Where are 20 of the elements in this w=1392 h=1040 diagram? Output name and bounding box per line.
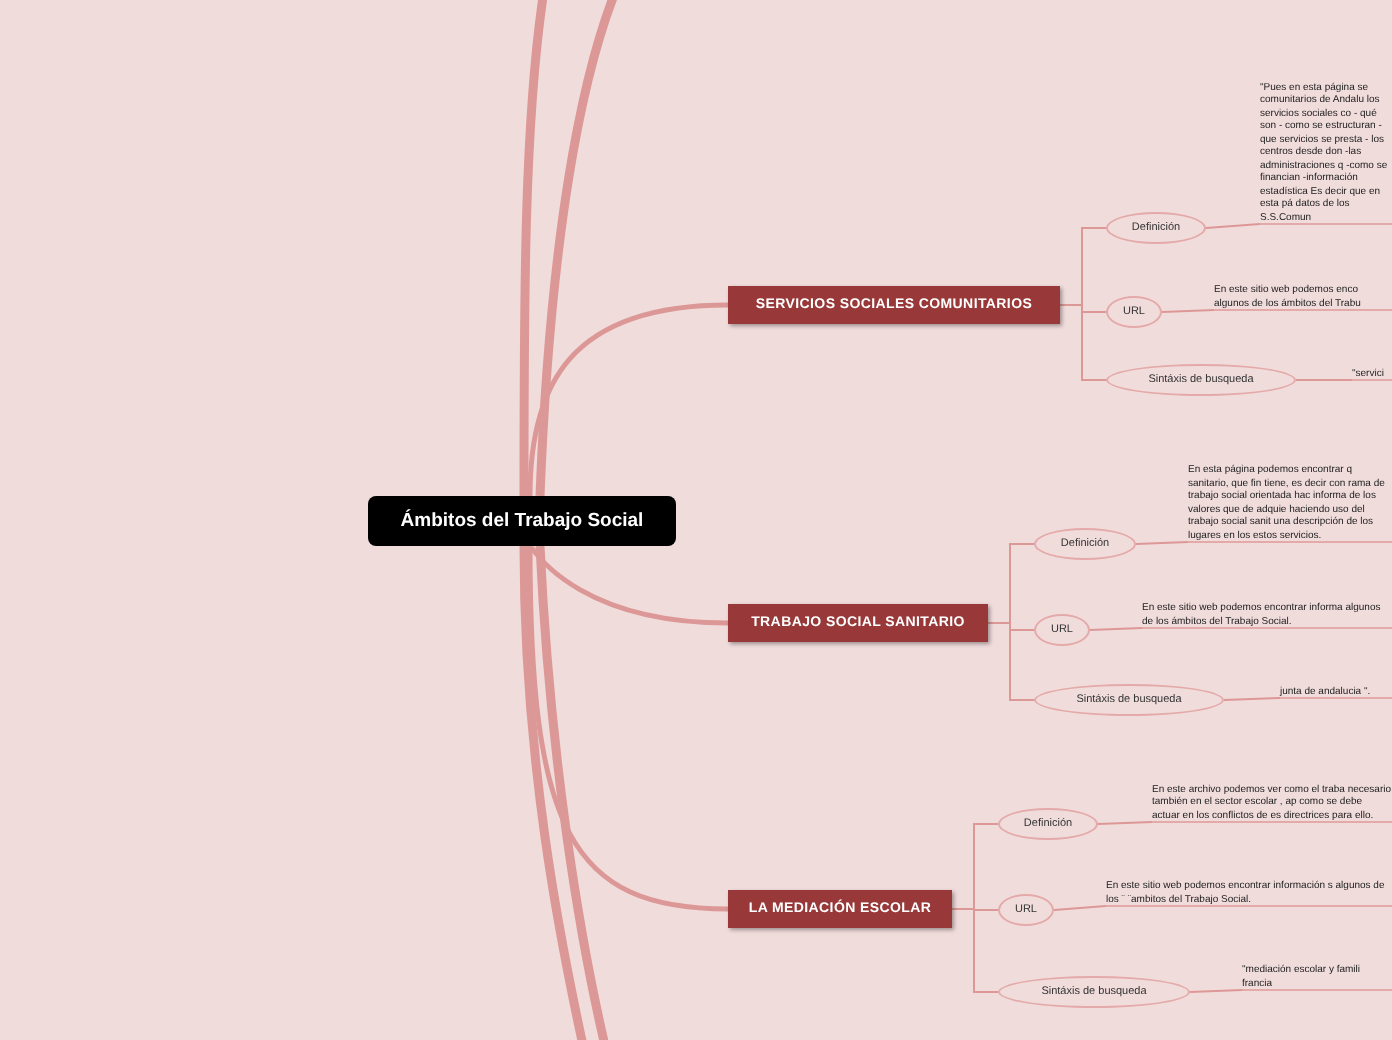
connector-line [1135,541,1189,545]
connector-line [1053,905,1107,911]
connector-line [519,545,589,1040]
connector-line [519,0,549,496]
connector-line [987,622,1035,701]
connector-line [1295,379,1353,381]
connector-line [1205,223,1261,229]
connector-line [951,908,999,993]
connector-line [1059,304,1107,381]
connector-line [1161,309,1215,313]
connector-line [1189,989,1243,993]
connector-line [528,544,729,626]
connector-line [1097,821,1153,825]
connector-line [527,545,729,912]
central-topic: Ámbitos del Trabajo Social [368,496,676,546]
connector-line [535,545,611,1040]
connector-line [535,0,621,497]
connector-line [527,302,729,497]
connector-line [1089,627,1143,631]
connector-line [1223,697,1281,701]
